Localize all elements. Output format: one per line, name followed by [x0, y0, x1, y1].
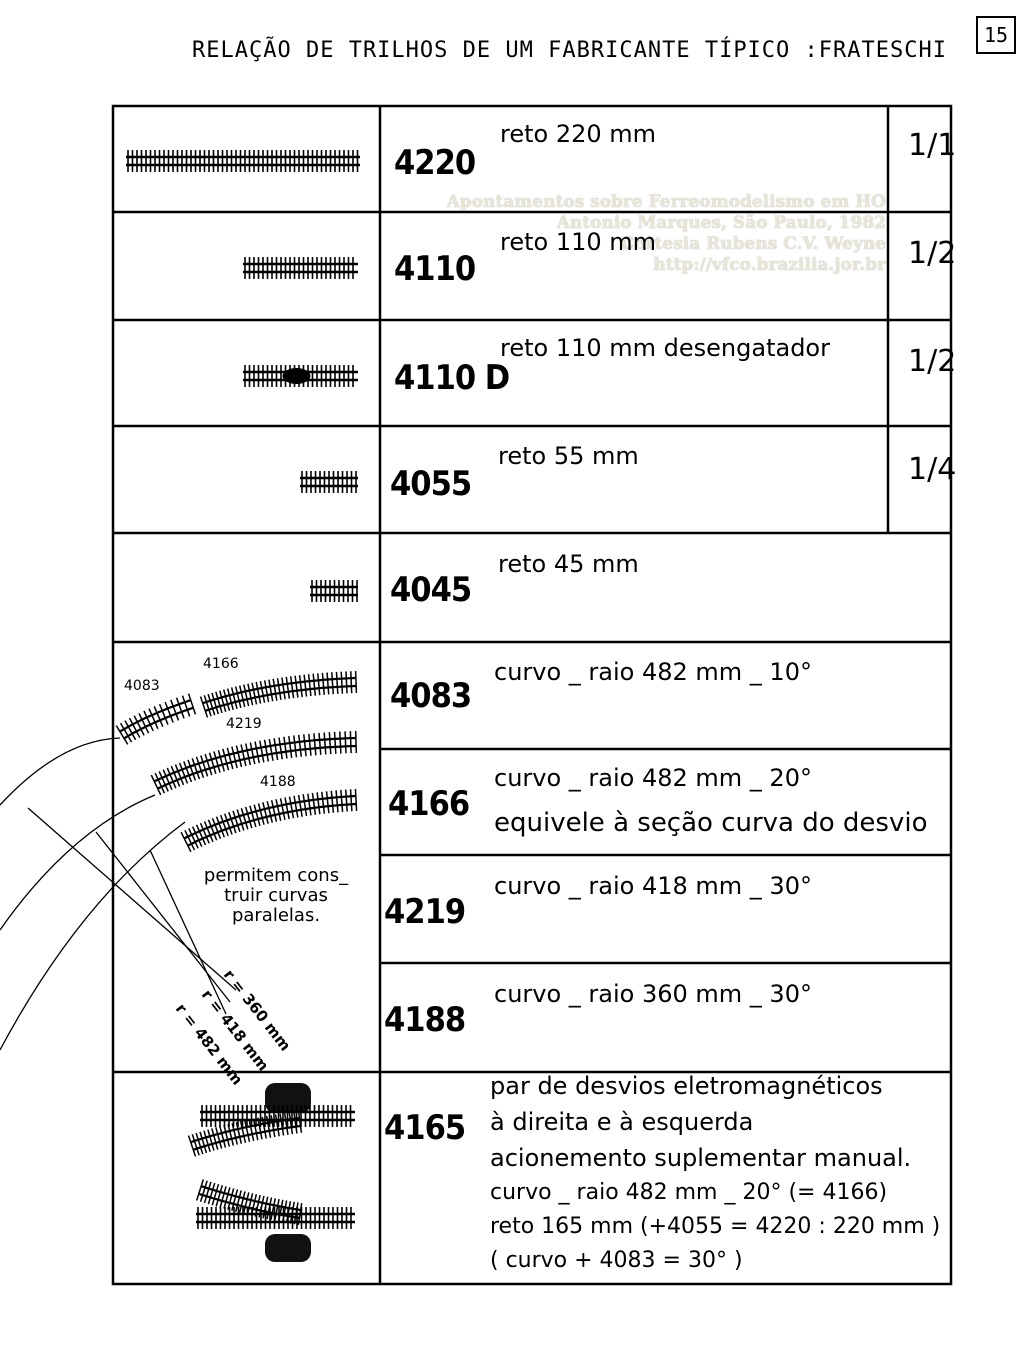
turnout-right-branch-icon — [187, 1110, 303, 1157]
track-description: curvo _ raio 482 mm _ 20° — [494, 764, 812, 792]
track-code: 4045 — [390, 570, 472, 610]
straight-track-4110-icon — [243, 257, 358, 279]
curve-label: 4188 — [260, 774, 296, 790]
track-description: reto 220 mm — [500, 120, 657, 148]
track-description: equivele à seção curva do desvio — [494, 808, 928, 838]
track-description: reto 110 mm — [500, 228, 657, 256]
track-code: 4220 — [394, 143, 476, 183]
track-description: à direita e à esquerda — [490, 1108, 754, 1136]
track-description: ( curvo + 4083 = 30° ) — [490, 1248, 743, 1273]
curved-track-4219-icon — [150, 730, 358, 796]
switch-motor-icon — [265, 1234, 311, 1262]
track-description: curvo _ raio 360 mm _ 30° — [494, 980, 812, 1008]
track-description: reto 165 mm (+4055 = 4220 : 220 mm ) — [490, 1214, 941, 1239]
curved-track-4188-icon — [180, 788, 358, 853]
straight-track-4045-icon — [310, 580, 358, 602]
straight-track-4220-icon — [126, 150, 360, 172]
track-code: 4165 — [384, 1108, 466, 1148]
track-description: curvo _ raio 482 mm _ 10° — [494, 658, 812, 686]
watermark-line: Cortesia Rubens C.V. Weyne — [620, 234, 886, 254]
turnout-left-branch-icon — [195, 1179, 303, 1225]
curve-note-line: permitem cons_ — [203, 865, 349, 886]
curved-track-4083-icon — [115, 693, 197, 745]
track-description: acionemento suplementar manual. — [490, 1144, 912, 1172]
curved-track-4166-icon — [199, 670, 358, 718]
watermark-line: Antonio Marques, São Paulo, 1982 — [556, 213, 886, 233]
straight-track-icons — [126, 150, 360, 602]
length-fraction: 1/4 — [908, 452, 957, 487]
track-code: 4110 — [394, 249, 476, 289]
track-code: 4083 — [390, 676, 472, 716]
track-description: reto 45 mm — [498, 550, 639, 578]
track-description: reto 110 mm desengatador — [500, 334, 830, 362]
switch-motor-icon — [265, 1083, 311, 1113]
track-description: reto 55 mm — [498, 442, 639, 470]
watermark-line: Apontamentos sobre Ferreomodelismo em HO — [446, 192, 886, 212]
track-code: 4055 — [390, 464, 472, 504]
curve-label: 4166 — [203, 656, 239, 672]
page-title: RELAÇÃO DE TRILHOS DE UM FABRICANTE TÍPI… — [192, 38, 947, 63]
curve-label: 4219 — [226, 716, 262, 732]
curve-note: permitem cons_ truir curvas paralelas. — [198, 866, 354, 926]
track-code: 4219 — [384, 892, 466, 932]
watermark-line: http://vfco.brazilia.jor.br — [653, 255, 886, 275]
radius-arcs — [0, 737, 237, 1051]
curve-label: 4083 — [124, 678, 160, 694]
track-code: 4110 D — [394, 358, 510, 398]
length-fraction: 1/2 — [908, 344, 957, 379]
curved-track-icons — [115, 670, 358, 853]
table-border — [111, 104, 953, 1286]
arc-radius-360 — [0, 821, 186, 1051]
straight-track-4055-icon — [300, 471, 358, 493]
track-description: curvo _ raio 418 mm _ 30° — [494, 872, 812, 900]
turnout-icons — [187, 1083, 355, 1262]
curve-note-line: paralelas. — [231, 905, 321, 926]
track-description: curvo _ raio 482 mm _ 20° (= 4166) — [490, 1180, 888, 1205]
page-number: 15 — [976, 16, 1016, 54]
watermark: Apontamentos sobre Ferreomodelismo em HO… — [404, 192, 886, 275]
track-code: 4166 — [388, 784, 470, 824]
track-description: par de desvios eletromagnéticos — [490, 1072, 883, 1100]
curve-note-line: truir curvas — [224, 885, 328, 906]
length-fraction: 1/2 — [908, 236, 957, 271]
arc-radius-482 — [0, 737, 121, 806]
straight-track-4110d-icon — [243, 365, 358, 387]
arc-radius-418 — [0, 794, 156, 931]
length-fraction: 1/1 — [908, 128, 957, 163]
track-code: 4188 — [384, 1000, 466, 1040]
